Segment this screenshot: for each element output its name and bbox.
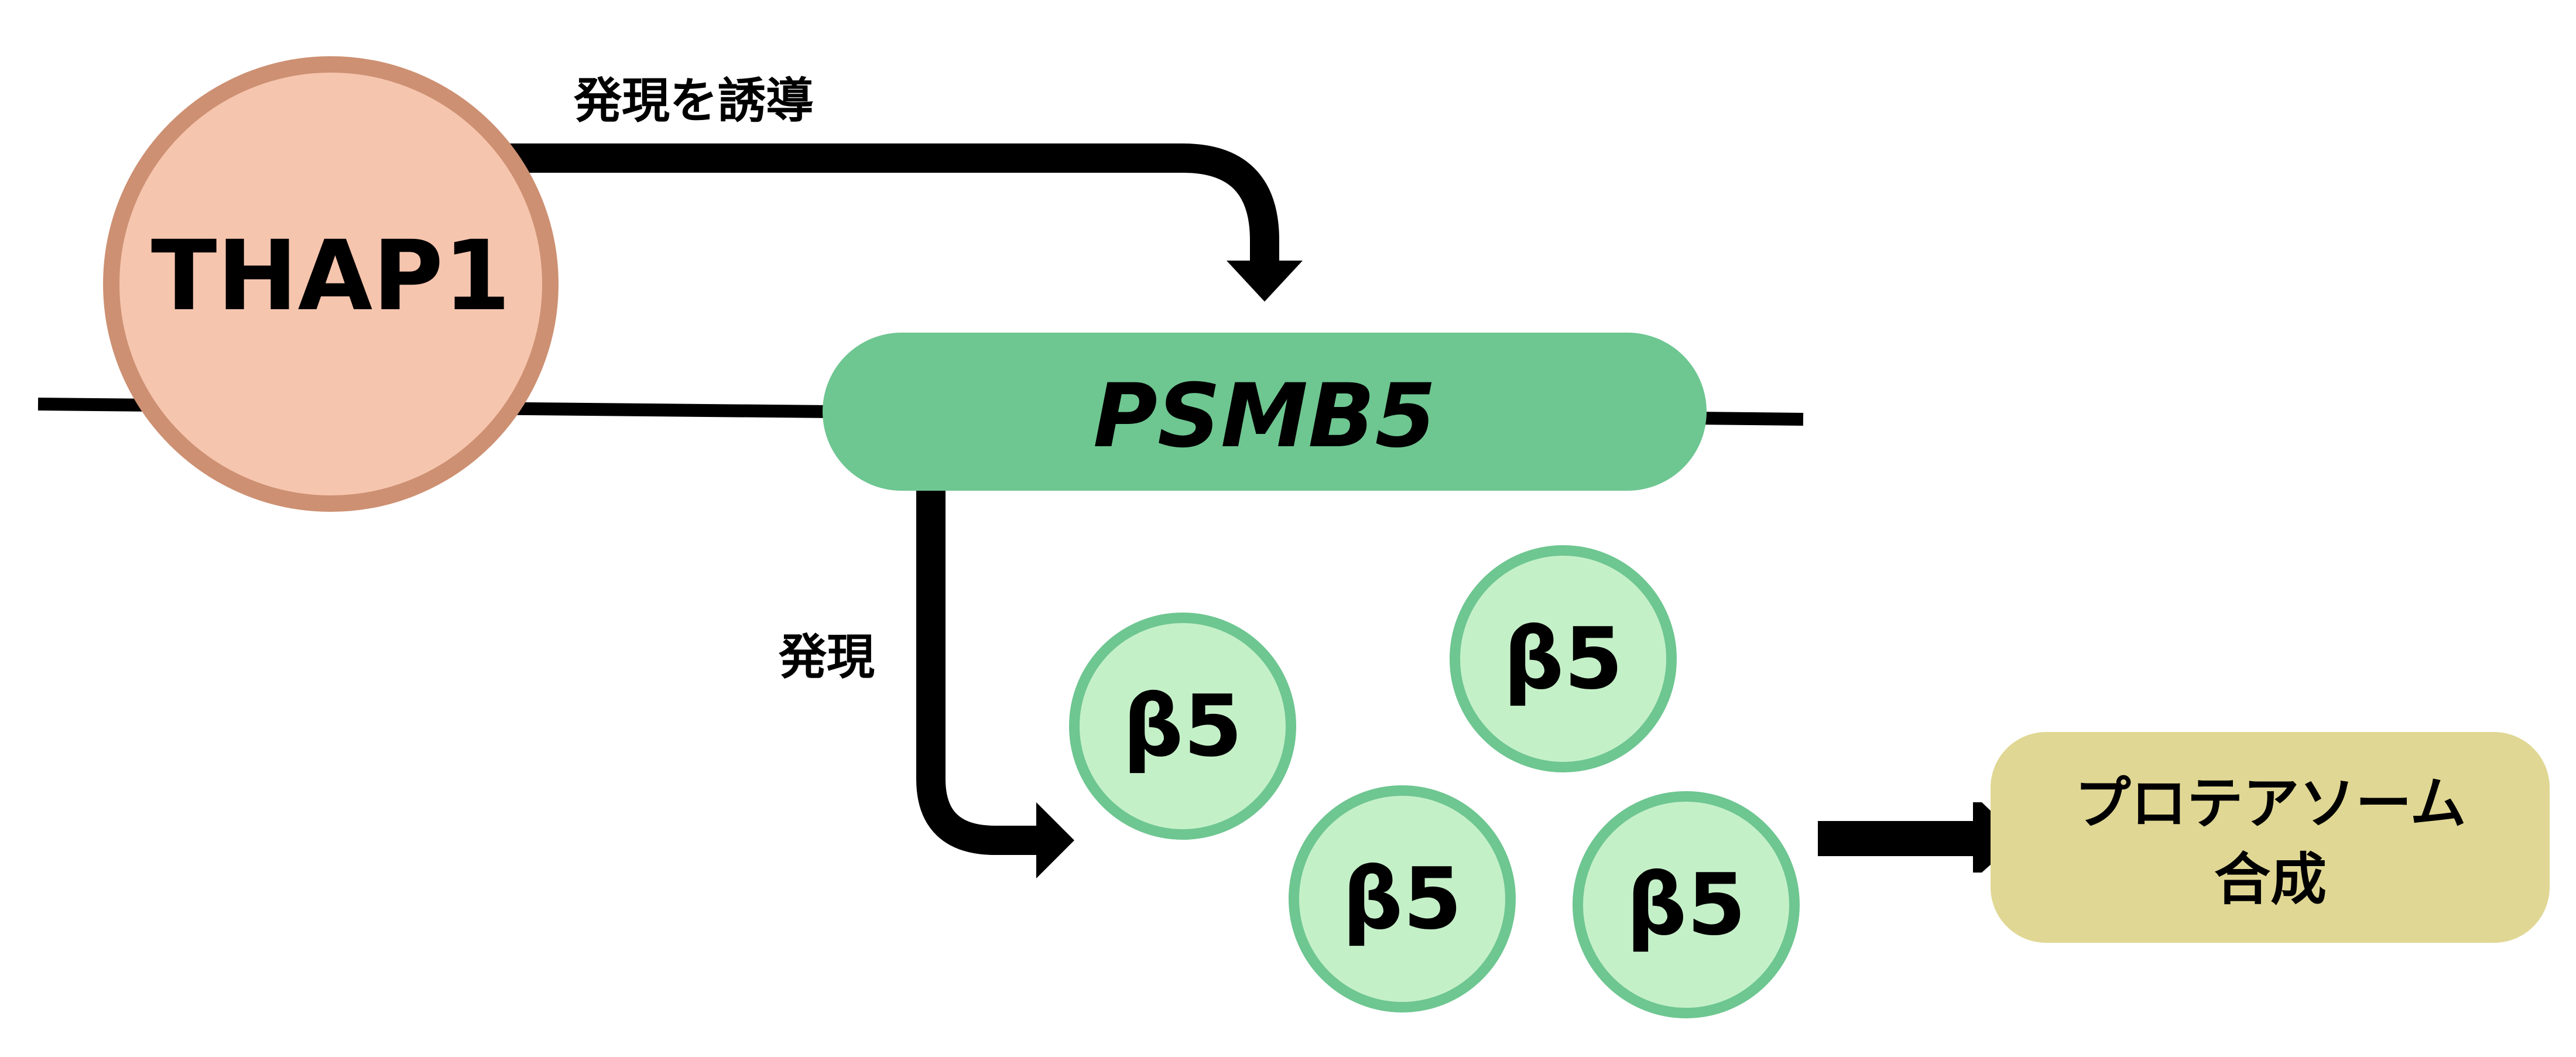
subunit-label: β5 [1626, 856, 1746, 955]
subunit-label: β5 [1503, 610, 1623, 709]
subunit-label: β5 [1123, 677, 1243, 776]
induction-arrow [486, 143, 1303, 302]
expression-arrow [916, 491, 1074, 878]
synthesis-arrow [1818, 802, 2020, 873]
proteasome-label-line2: 合成 [2214, 847, 2327, 912]
subunit-2: β5 [1450, 545, 1677, 772]
induction-label: 発現を誘導 [574, 73, 814, 129]
subunit-1: β5 [1069, 613, 1296, 840]
thap1-label: THAP1 [151, 220, 511, 332]
subunit-3: β5 [1289, 785, 1516, 1012]
proteasome-box: プロテアソーム 合成 [1991, 732, 2550, 943]
thap1-node: THAP1 [103, 56, 559, 512]
psmb5-gene-box: PSMB5 [823, 333, 1707, 491]
expression-label: 発現 [779, 630, 875, 685]
subunit-4: β5 [1573, 791, 1800, 1018]
psmb5-label: PSMB5 [1093, 365, 1436, 467]
subunit-label: β5 [1342, 850, 1462, 949]
proteasome-label-line1: プロテアソーム [2074, 771, 2466, 836]
